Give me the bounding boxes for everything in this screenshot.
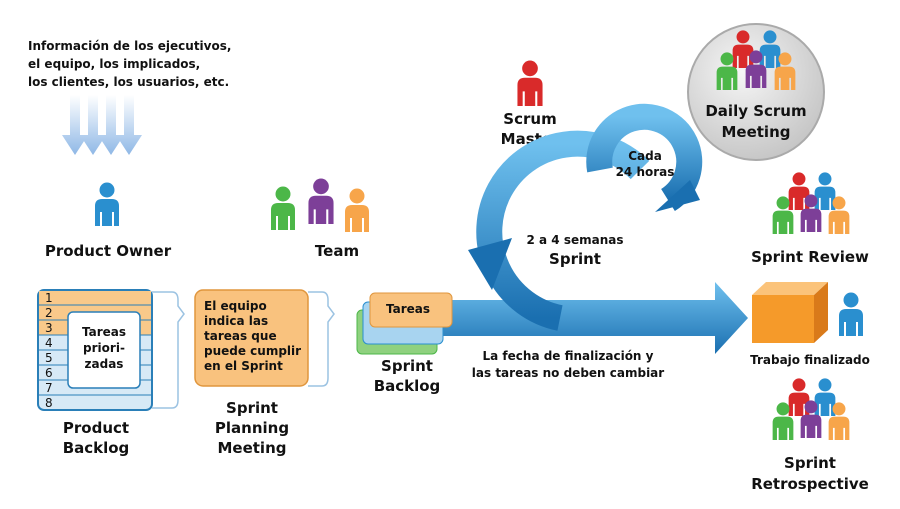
input-arrows-icon	[62, 95, 142, 155]
bracket-icon	[308, 291, 335, 387]
backlog-row-number: 2	[45, 306, 53, 320]
prioritized-tasks-text: zadas	[85, 357, 124, 371]
product-backlog-label: Backlog	[63, 439, 130, 457]
sprint-backlog-cards: Tareas	[356, 292, 453, 355]
backlog-row-number: 4	[45, 336, 53, 350]
sprint-retrospective-group-icon	[772, 378, 850, 440]
arrow-note: las tareas no deben cambiar	[472, 366, 664, 380]
product-backlog-label: Product	[63, 419, 129, 437]
sprint-backlog-label: Backlog	[374, 377, 441, 395]
sprint-cycle-label: 2 a 4 semanas	[527, 233, 624, 247]
daily-cycle-label: 24 horas	[616, 165, 675, 179]
backlog-row-number: 7	[45, 381, 53, 395]
sprint-planning-label: Sprint	[226, 399, 278, 417]
sprint-backlog-label: Sprint	[381, 357, 433, 375]
user-icon	[839, 292, 863, 336]
sprint-cycle-label: Sprint	[549, 250, 601, 268]
sprint-flow-arrow	[440, 282, 748, 354]
backlog-row-number: 5	[45, 351, 53, 365]
product-backlog-list: 1 2 3 4 5 6 7 8 Tareas priori- zadas	[37, 289, 153, 411]
product-owner-label: Product Owner	[45, 242, 172, 260]
daily-loop-arrowhead	[655, 180, 700, 212]
svg-text:indica las: indica las	[204, 314, 268, 328]
sprint-review-group-icon	[772, 172, 850, 234]
scrum-master-label: Scrum	[503, 110, 556, 128]
sprint-review-label: Sprint Review	[751, 248, 869, 266]
sprint-retrospective-label: Retrospective	[751, 475, 869, 493]
backlog-row-number: 6	[45, 366, 53, 380]
backlog-row-number: 3	[45, 321, 53, 335]
finished-work-label: Trabajo finalizado	[750, 353, 870, 367]
sprint-cycle-loop	[476, 103, 703, 331]
svg-text:El equipo: El equipo	[204, 299, 267, 313]
tasks-card-label: Tareas	[386, 302, 430, 316]
prioritized-tasks-text: priori-	[83, 341, 125, 355]
intro-line: el equipo, los implicados,	[28, 57, 200, 71]
svg-text:puede cumplir: puede cumplir	[204, 344, 301, 358]
sprint-planning-label: Meeting	[217, 439, 286, 457]
scrum-master-icon	[517, 60, 543, 106]
backlog-row-number: 8	[45, 396, 53, 410]
intro-line: Información de los ejecutivos,	[28, 39, 231, 53]
sprint-planning-label: Planning	[215, 419, 289, 437]
product-owner-icon	[95, 182, 119, 226]
prioritized-tasks-text: Tareas	[82, 325, 126, 339]
finished-work-box-icon	[752, 282, 828, 343]
arrow-note: La fecha de finalización y	[483, 349, 654, 363]
sprint-planning-box	[194, 289, 309, 387]
daily-cycle-label: Cada	[628, 149, 662, 163]
team-icon	[271, 178, 369, 232]
stakeholder-input-text: Información de los ejecutivos, el equipo…	[28, 39, 231, 89]
bracket-icon	[152, 291, 185, 409]
sprint-retrospective-label: Sprint	[784, 454, 836, 472]
sprint-loop-arrowhead	[468, 238, 512, 290]
svg-text:en el Sprint: en el Sprint	[204, 359, 283, 373]
backlog-row-number: 1	[45, 291, 53, 305]
sprint-planning-text: El equipo indica las tareas que puede cu…	[204, 299, 301, 373]
intro-line: los clientes, los usuarios, etc.	[28, 75, 229, 89]
svg-text:tareas que: tareas que	[204, 329, 277, 343]
team-label: Team	[315, 242, 359, 260]
daily-scrum-label: Meeting	[721, 123, 790, 141]
daily-scrum-label: Daily Scrum	[705, 102, 806, 120]
